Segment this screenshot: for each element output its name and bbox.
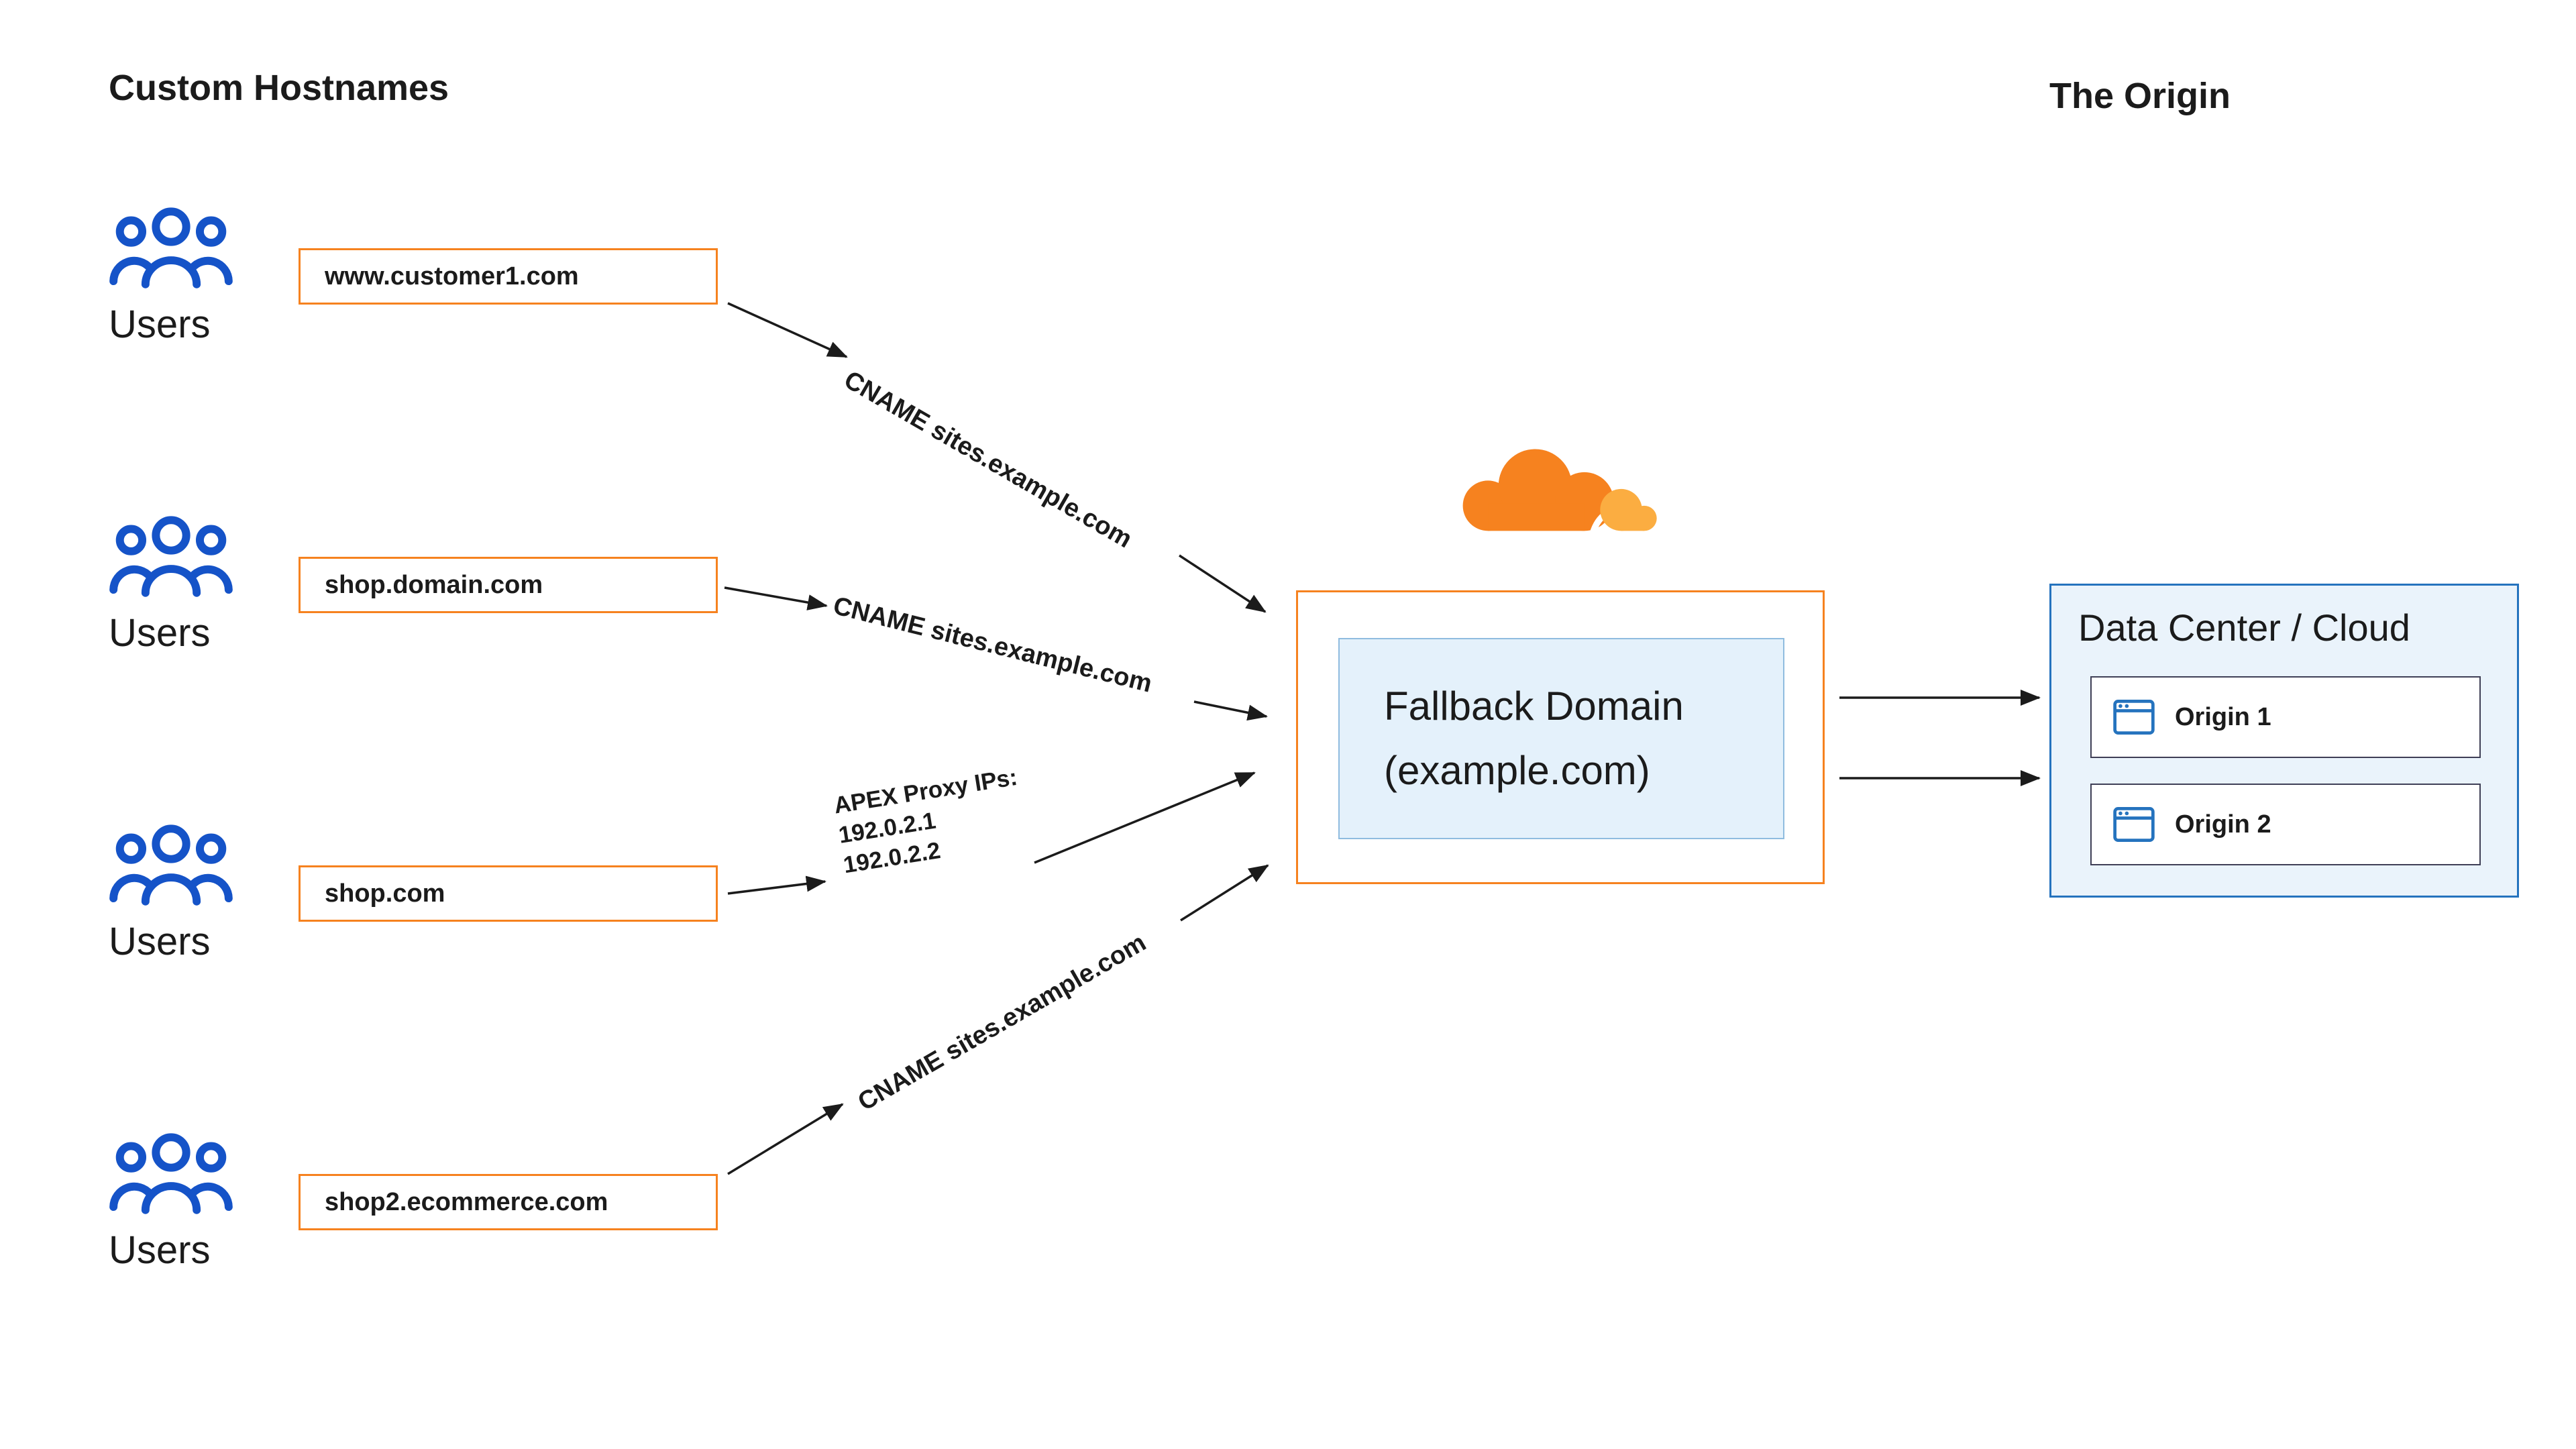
users-label: Users xyxy=(109,303,211,346)
users-label: Users xyxy=(109,611,211,655)
arrow-hostname2-to-label xyxy=(724,586,828,610)
cloudflare-logo-icon xyxy=(1436,428,1687,554)
data-center-title: Data Center / Cloud xyxy=(2078,606,2410,649)
hostname-box-shop-domain: shop.domain.com xyxy=(299,557,718,613)
origin-2-label: Origin 2 xyxy=(2175,810,2271,839)
arrow-hostname3-to-label xyxy=(727,875,826,895)
arrow-hostname4-to-label xyxy=(727,1103,844,1175)
fallback-domain-box: Fallback Domain (example.com) xyxy=(1338,638,1784,839)
origin-1-label: Origin 1 xyxy=(2175,702,2271,731)
apex-proxy-label: APEX Proxy IPs: 192.0.2.1 192.0.2.2 xyxy=(832,763,1029,881)
arrow-label4-to-fallback xyxy=(1180,864,1269,922)
the-origin-heading: The Origin xyxy=(2049,76,2231,116)
arrow-label1-to-fallback xyxy=(1179,554,1267,613)
users-icon xyxy=(109,207,233,288)
arrow-label2-to-fallback xyxy=(1193,700,1268,721)
cname-label-2: CNAME sites.example.com xyxy=(830,592,1155,698)
users-icon xyxy=(109,1132,233,1214)
cname-label-3: CNAME sites.example.com xyxy=(853,928,1151,1117)
hostname-box-www-customer1: www.customer1.com xyxy=(299,248,718,305)
hostname-box-shop: shop.com xyxy=(299,865,718,922)
fallback-domain-outer-box: Fallback Domain (example.com) xyxy=(1296,590,1825,884)
users-icon xyxy=(109,824,233,906)
browser-window-icon xyxy=(2113,700,2155,735)
browser-window-icon xyxy=(2113,807,2155,842)
arrow-label3-to-fallback xyxy=(1034,771,1256,864)
hostname-box-shop2-ecommerce: shop2.ecommerce.com xyxy=(299,1174,718,1230)
users-label: Users xyxy=(109,1228,211,1272)
fallback-domain-line1: Fallback Domain xyxy=(1384,684,1684,729)
users-label: Users xyxy=(109,920,211,963)
origin-1-box: Origin 1 xyxy=(2090,676,2481,758)
arrow-hostname1-to-label xyxy=(727,302,848,358)
origin-2-box: Origin 2 xyxy=(2090,784,2481,865)
data-center-panel: Data Center / Cloud Origin 1 Origin 2 xyxy=(2049,584,2519,898)
cname-label-1: CNAME sites.example.com xyxy=(839,366,1137,554)
users-icon xyxy=(109,515,233,597)
custom-hostnames-heading: Custom Hostnames xyxy=(109,68,449,108)
fallback-domain-line2: (example.com) xyxy=(1384,748,1650,793)
